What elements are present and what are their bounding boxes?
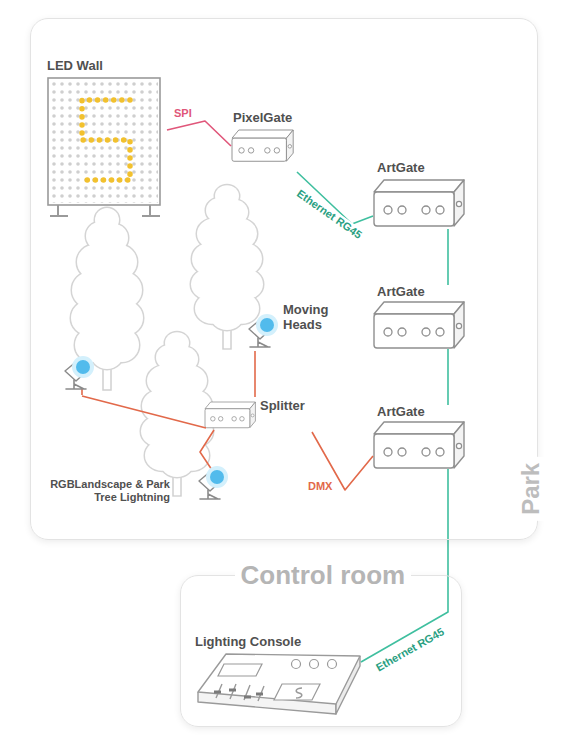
console-body (198, 654, 360, 714)
splitter: Splitter (206, 397, 312, 441)
dmx-wire (82, 388, 214, 470)
led-wall-panel (82, 100, 130, 180)
node-label: ArtGate (377, 161, 425, 176)
console-body (328, 660, 337, 669)
cable-line (447, 349, 449, 405)
art-gate: ArtGate (373, 405, 469, 469)
node-label: PixelGate (233, 111, 292, 126)
spotlights (65, 314, 278, 499)
park-region: ParkLED WallPixelGateArtGateArtGateMovin… (30, 18, 538, 540)
region-label: Park (517, 457, 545, 521)
node-label: Lighting Console (195, 635, 301, 650)
cable-label: SPI (172, 107, 194, 120)
gate-boxes (374, 302, 464, 348)
console-body (310, 660, 319, 669)
node-label: ArtGate (377, 285, 425, 300)
node-label: ArtGate (377, 405, 425, 420)
led-wall-panel (48, 78, 160, 205)
cable-label: Ethernet RG45 (292, 186, 365, 243)
led-wall-panel (50, 80, 158, 203)
led-wall-panel (48, 78, 160, 216)
rgb-landscape: RGBLandscape & Park Tree Lightning (34, 396, 174, 516)
moving-heads: Moving Heads (245, 301, 339, 351)
spotlights (65, 356, 94, 389)
cable-line (82, 396, 206, 428)
node-label: Splitter (260, 399, 305, 414)
gate-boxes (374, 422, 464, 468)
console-body (218, 664, 262, 676)
led-wall: LED Wall (45, 59, 167, 214)
console-body (296, 688, 302, 698)
lighting-console: Lighting Console (193, 635, 361, 723)
console-body (214, 690, 263, 697)
node-label: Moving Heads (283, 303, 341, 333)
node-label: LED Wall (47, 59, 103, 74)
park-trees (71, 185, 263, 496)
gate-boxes (205, 402, 255, 428)
console-body (274, 684, 320, 700)
console-body (292, 660, 301, 669)
gate-boxes (232, 130, 293, 161)
gate-boxes (205, 130, 464, 468)
cable-line (447, 229, 449, 285)
console-body (198, 654, 360, 704)
gate-boxes (374, 180, 464, 226)
node-label: RGBLandscape & Park Tree Lightning (34, 478, 170, 503)
spotlights (249, 314, 278, 347)
pixel-gate: PixelGate (231, 111, 297, 177)
cable-label: Ethernet RG45 (372, 624, 448, 675)
region-label: Control room (235, 561, 412, 591)
spotlights (199, 466, 228, 499)
cable-line (167, 121, 231, 146)
dmx-wire (82, 388, 214, 470)
art-gate: ArtGate (373, 285, 469, 349)
cable-line (254, 351, 256, 397)
park-trees (191, 185, 263, 349)
art-gate: ArtGate (373, 161, 469, 229)
cable-label: DMX (306, 480, 334, 493)
